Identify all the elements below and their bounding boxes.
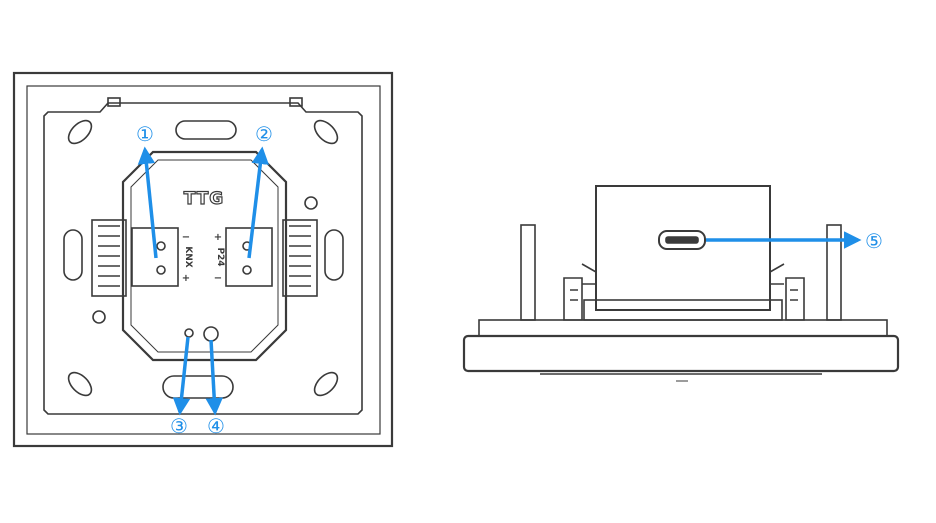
terminal-block-knx — [131, 227, 179, 287]
callout-1: ① — [136, 122, 154, 146]
usb-port-inner — [665, 236, 699, 244]
tab-left-top — [107, 97, 121, 107]
usb-port — [658, 230, 706, 250]
callout-3: ③ — [170, 414, 188, 438]
callout-arrows — [137, 146, 862, 416]
callout-2: ② — [255, 122, 273, 146]
inner-frame — [26, 85, 381, 435]
claw-right — [282, 219, 318, 297]
callout-4: ④ — [207, 414, 225, 438]
p24-label: P24 — [215, 247, 225, 266]
terminal-screw-knx-2 — [156, 265, 166, 275]
knx-plus: + — [182, 273, 190, 284]
hook-right — [769, 263, 785, 285]
programming-led — [184, 328, 194, 338]
side-slot-right — [324, 229, 344, 281]
arrow-3 — [172, 336, 191, 416]
outer-frame — [12, 71, 394, 448]
module-body — [595, 185, 771, 311]
terminal-block-p24 — [225, 227, 273, 287]
terminal-screw-p24-2 — [242, 265, 252, 275]
side-view — [462, 185, 900, 382]
front-panel — [462, 334, 900, 373]
p24-minus: − — [214, 273, 222, 284]
claw-right-teeth — [289, 225, 311, 287]
corner-hole-br — [313, 371, 339, 397]
clip-right — [785, 277, 805, 321]
programming-button — [203, 326, 219, 342]
terminal-screw-knx-1 — [156, 241, 166, 251]
callout-5: ⑤ — [865, 229, 883, 253]
hook-left — [581, 263, 597, 285]
top-slot — [175, 120, 237, 140]
brand-logo: TTG — [184, 189, 225, 209]
corner-hole-tl — [67, 119, 93, 145]
arrow-2 — [247, 146, 270, 259]
clip-left — [563, 277, 583, 321]
post-left — [520, 224, 536, 321]
knx-label: KNX — [183, 246, 193, 268]
mounting-plate-side — [478, 319, 888, 337]
post-right — [826, 224, 842, 321]
corner-hole-bl — [67, 371, 93, 397]
arrow-4 — [205, 339, 223, 416]
tab-right-top — [289, 97, 303, 107]
arrow-1 — [137, 146, 158, 259]
screw-right-upper — [304, 196, 318, 210]
claw-left — [91, 219, 127, 297]
corner-hole-tr — [313, 119, 339, 145]
bottom-slot — [162, 375, 234, 399]
back-view — [12, 71, 394, 448]
claw-left-teeth — [98, 225, 120, 287]
screw-left-lower — [92, 310, 106, 324]
p24-plus: + — [214, 232, 222, 243]
module-base — [583, 299, 783, 321]
knx-minus: − — [182, 232, 190, 243]
side-slot-left — [63, 229, 83, 281]
